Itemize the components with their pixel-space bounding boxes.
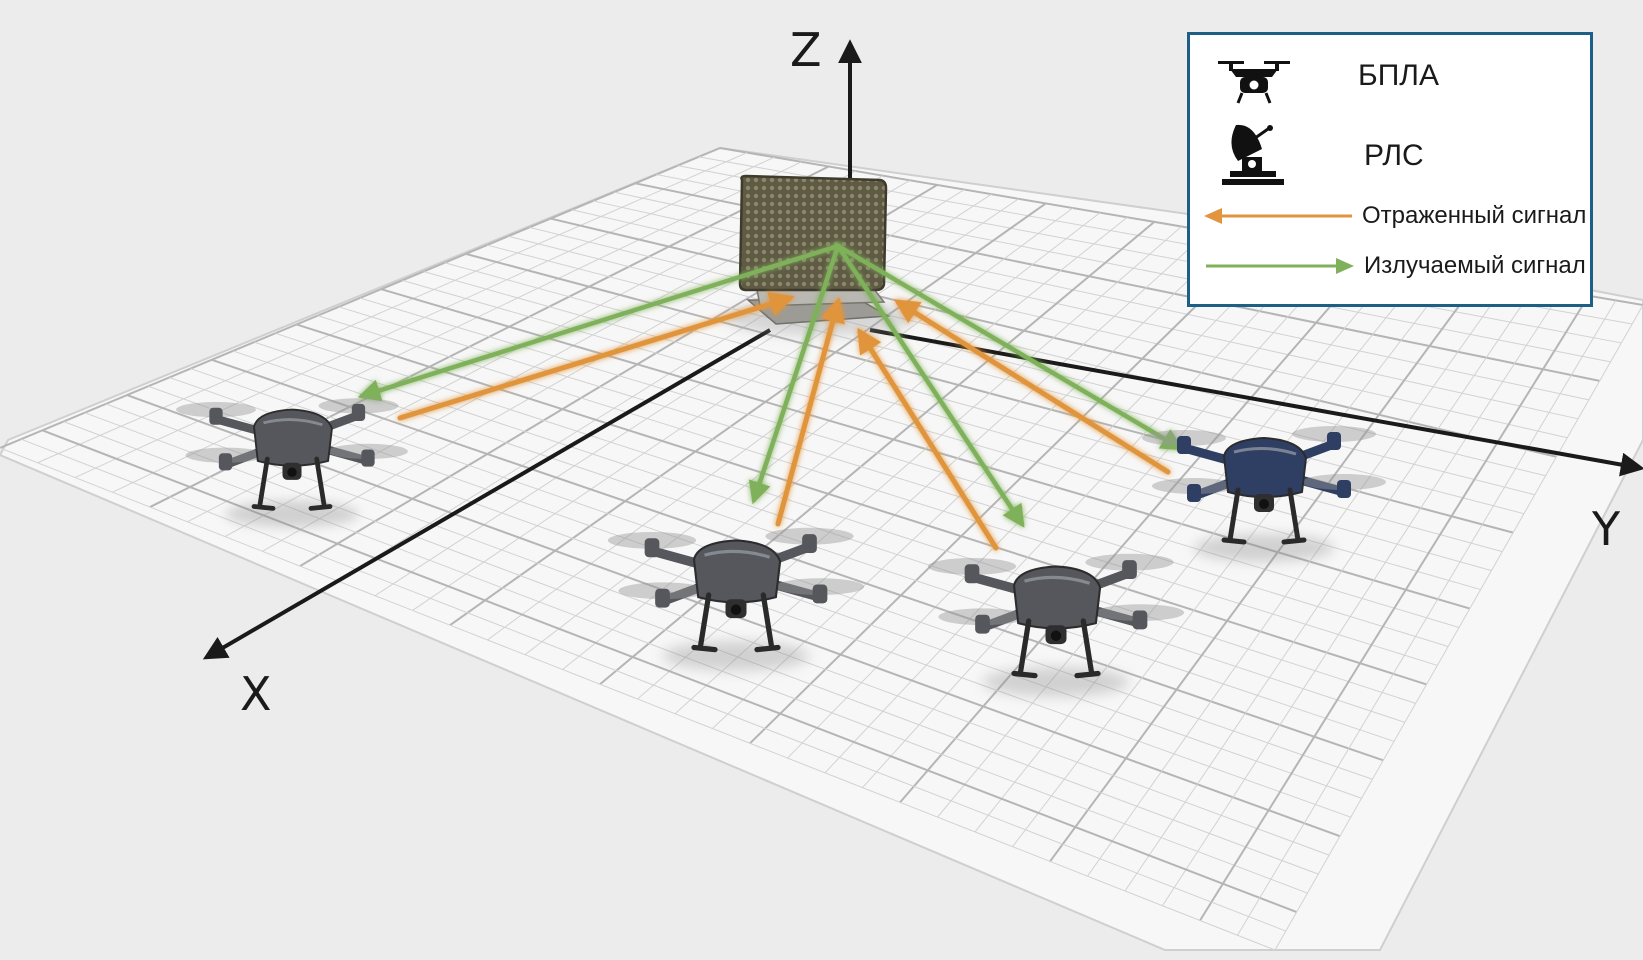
legend-label-reflected: Отраженный сигнал bbox=[1362, 202, 1587, 229]
orange-arrow-icon bbox=[1204, 208, 1352, 224]
reflected-signal-arrow bbox=[857, 327, 999, 551]
drone bbox=[927, 553, 1185, 697]
drone-icon bbox=[1218, 61, 1290, 104]
drone bbox=[607, 527, 865, 671]
legend-label-radar: РЛС bbox=[1364, 139, 1424, 172]
x-axis-label: X bbox=[240, 667, 272, 721]
legend-item-reflected: Отраженный сигнал bbox=[1190, 195, 1590, 235]
drone bbox=[176, 398, 408, 528]
x-axis bbox=[202, 328, 772, 660]
emitted-signal-arrow bbox=[357, 243, 841, 402]
z-axis-label: Z bbox=[790, 23, 822, 77]
coordinate-axes: Z X Y bbox=[202, 23, 1643, 721]
legend-label-emitted: Излучаемый сигнал bbox=[1364, 252, 1586, 279]
reflected-signal-arrow bbox=[893, 299, 1171, 475]
legend-item-uav: БПЛА bbox=[1190, 49, 1590, 109]
reflected-signal-arrow bbox=[775, 297, 845, 527]
drones bbox=[176, 398, 1386, 697]
legend-item-radar: РЛС bbox=[1190, 117, 1590, 189]
emitted-signal-arrow bbox=[835, 243, 1025, 528]
legend-item-emitted: Излучаемый сигнал bbox=[1190, 245, 1590, 285]
y-axis bbox=[869, 328, 1643, 477]
radar-icon bbox=[1222, 124, 1284, 185]
y-axis-label: Y bbox=[1591, 502, 1621, 556]
emitted-signal-arrow bbox=[748, 243, 841, 505]
emitted-signal-arrow bbox=[835, 243, 1184, 451]
legend-label-uav: БПЛА bbox=[1358, 59, 1439, 92]
legend: БПЛА РЛС Отраженный сигнал Излучаемый си… bbox=[1187, 32, 1593, 307]
reflected-signal-arrow bbox=[397, 291, 795, 421]
green-arrow-icon bbox=[1206, 258, 1354, 274]
drone bbox=[1142, 426, 1386, 562]
signal-paths bbox=[357, 243, 1184, 551]
